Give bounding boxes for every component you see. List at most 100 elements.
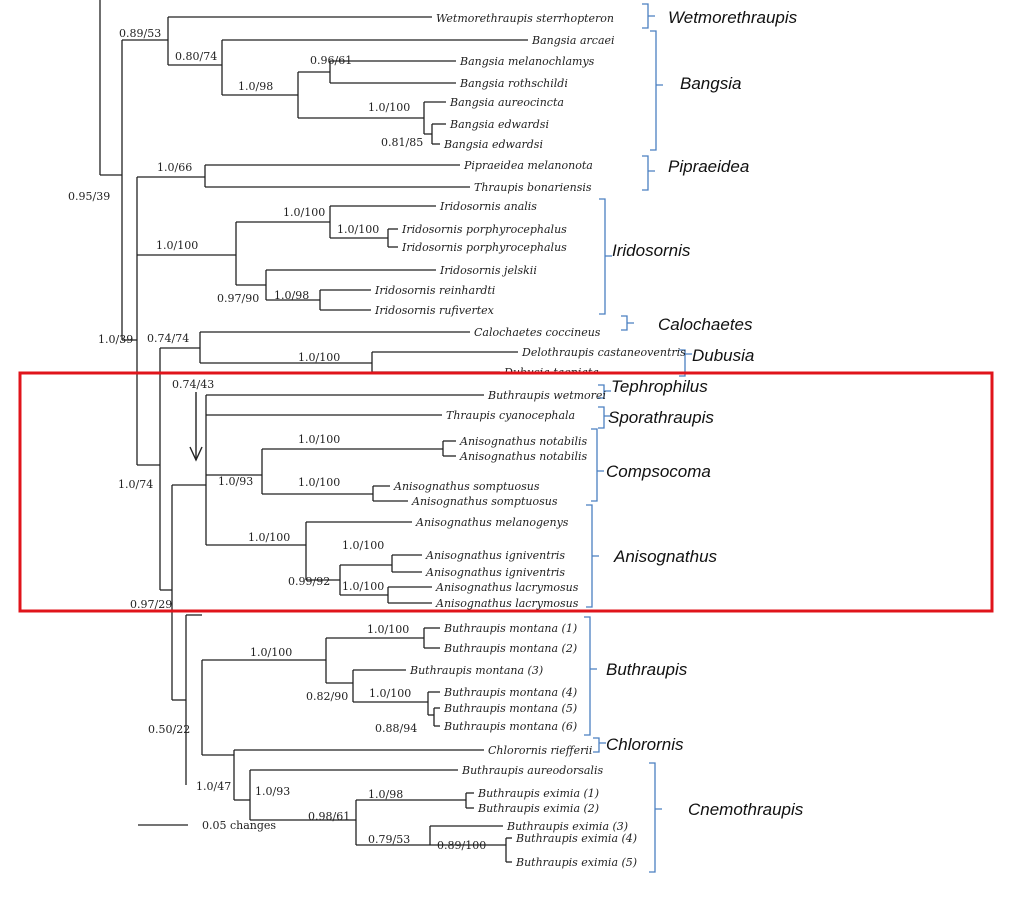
taxon-label: Anisognathus igniventris <box>425 566 565 579</box>
taxon-label: Chlorornis riefferii <box>488 744 592 757</box>
taxon-label: Buthraupis montana (3) <box>409 664 543 677</box>
support-value: 0.50/22 <box>148 723 190 736</box>
support-value: 0.99/92 <box>288 575 330 588</box>
support-value: 0.97/90 <box>217 292 259 305</box>
genus-label: Buthraupis <box>606 660 688 679</box>
support-value: 1.0/100 <box>342 539 384 552</box>
genus-bracket <box>642 3 655 29</box>
taxon-label: Buthraupis eximia (4) <box>515 832 637 845</box>
support-value: 1.0/74 <box>118 478 153 491</box>
support-value: 1.0/100 <box>248 531 290 544</box>
taxon-label: Calochaetes coccineus <box>474 326 601 339</box>
genus-brackets <box>584 3 692 873</box>
taxon-label: Delothraupis castaneoventris <box>521 346 686 359</box>
support-value: 0.74/43 <box>172 378 214 391</box>
support-value: 1.0/98 <box>274 289 309 302</box>
genus-label: Dubusia <box>692 346 754 365</box>
support-value: 0.79/53 <box>368 833 410 846</box>
taxon-label: Bangsia edwardsi <box>443 138 543 151</box>
genus-bracket <box>679 349 692 377</box>
support-value: 0.97/29 <box>130 598 172 611</box>
taxon-label: Bangsia melanochlamys <box>459 55 595 68</box>
support-value: 0.82/90 <box>306 690 348 703</box>
support-value: 1.0/98 <box>238 80 273 93</box>
support-value: 1.0/47 <box>196 780 231 793</box>
taxon-label: Buthraupis eximia (5) <box>515 856 637 869</box>
taxon-label: Thraupis cyanocephala <box>446 409 575 422</box>
taxon-label: Iridosornis rufivertex <box>374 304 495 317</box>
genus-bracket <box>650 30 663 151</box>
support-value: 1.0/100 <box>337 223 379 236</box>
taxon-label: Buthraupis montana (2) <box>443 642 577 655</box>
genus-label: Compsocoma <box>606 462 711 481</box>
genus-bracket <box>621 315 634 331</box>
taxon-label: Anisognathus notabilis <box>459 450 588 463</box>
support-value: 0.95/39 <box>68 190 110 203</box>
taxon-label: Buthraupis montana (6) <box>443 720 577 733</box>
taxon-label: Wetmorethraupis sterrhopteron <box>436 12 614 25</box>
taxon-label: Anisognathus lacrymosus <box>435 597 579 610</box>
genus-label: Chlorornis <box>606 735 684 754</box>
tree-branches <box>99 0 528 863</box>
genus-label: Cnemothraupis <box>688 800 804 819</box>
support-value: 0.81/85 <box>381 136 423 149</box>
scale-label: 0.05 changes <box>202 819 276 832</box>
support-value: 0.80/74 <box>175 50 217 63</box>
taxon-label: Bangsia edwardsi <box>449 118 549 131</box>
taxon-label: Bangsia arcaei <box>531 34 615 47</box>
genus-bracket <box>598 406 611 429</box>
genus-label: Anisognathus <box>613 547 718 566</box>
taxon-label: Anisognathus lacrymosus <box>435 581 579 594</box>
highlight-box <box>18 371 994 613</box>
support-value: 0.96/61 <box>310 54 352 67</box>
support-value: 1.0/100 <box>250 646 292 659</box>
taxon-label: Buthraupis montana (4) <box>443 686 577 699</box>
support-value: 0.98/61 <box>308 810 350 823</box>
taxon-label: Iridosornis reinhardti <box>374 284 495 297</box>
taxon-label: Iridosornis jelskii <box>439 264 537 277</box>
taxon-label: Pipraeidea melanonota <box>463 159 593 172</box>
taxon-label: Buthraupis wetmorei <box>487 389 606 402</box>
genus-label: Tephrophilus <box>611 377 708 396</box>
taxon-label: Bangsia rothschildi <box>459 77 568 90</box>
genus-label: Wetmorethraupis <box>668 8 798 27</box>
taxon-label: Bangsia aureocincta <box>449 96 564 109</box>
taxon-label: Anisognathus igniventris <box>425 549 565 562</box>
taxon-label: Anisognathus notabilis <box>459 435 588 448</box>
taxon-label: Buthraupis eximia (1) <box>477 787 599 800</box>
taxon-label: Thraupis bonariensis <box>474 181 592 194</box>
taxon-label: Dubusia taeniata <box>503 366 599 379</box>
annotations: 0.05 changes <box>18 371 994 832</box>
taxon-label: Anisognathus somptuosus <box>393 480 540 493</box>
support-value: 1.0/93 <box>255 785 290 798</box>
support-value: 1.0/100 <box>368 101 410 114</box>
genus-label: Bangsia <box>680 74 741 93</box>
genus-label: Sporathraupis <box>608 408 714 427</box>
support-value: 1.0/100 <box>298 351 340 364</box>
taxon-label: Buthraupis aureodorsalis <box>461 764 603 777</box>
support-value: 1.0/100 <box>367 623 409 636</box>
support-value: 1.0/100 <box>342 580 384 593</box>
taxon-label: Iridosornis porphyrocephalus <box>401 223 567 236</box>
genus-bracket <box>593 737 606 753</box>
genus-bracket <box>649 762 662 873</box>
support-value: 1.0/100 <box>369 687 411 700</box>
genus-label: Iridosornis <box>612 241 691 260</box>
taxon-label: Buthraupis eximia (3) <box>506 820 628 833</box>
genus-bracket <box>584 616 597 736</box>
support-value: 1.0/100 <box>298 433 340 446</box>
support-value: 1.0/100 <box>298 476 340 489</box>
taxon-label: Iridosornis analis <box>439 200 537 213</box>
support-value: 1.0/100 <box>283 206 325 219</box>
genus-bracket <box>598 384 611 399</box>
genus-label: Calochaetes <box>658 315 753 334</box>
support-value: 0.88/94 <box>375 722 417 735</box>
taxon-label: Buthraupis montana (1) <box>443 622 577 635</box>
support-value: 1.0/100 <box>156 239 198 252</box>
genus-bracket <box>586 504 599 608</box>
taxon-label: Buthraupis eximia (2) <box>477 802 599 815</box>
taxon-label: Anisognathus melanogenys <box>415 516 569 529</box>
